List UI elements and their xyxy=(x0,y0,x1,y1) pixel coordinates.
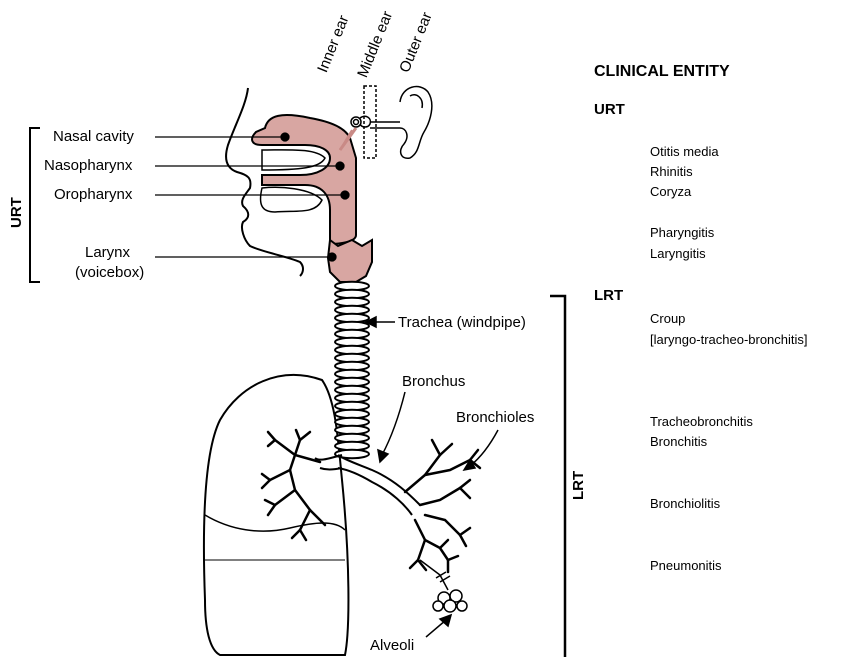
urt-bracket xyxy=(30,128,40,282)
laryngitis-text: Laryngitis xyxy=(650,244,706,264)
urt-bracket-label: URT xyxy=(8,197,25,228)
label-leaders xyxy=(155,133,349,261)
lung-outline xyxy=(204,375,348,655)
larynx-label: Larynx xyxy=(85,243,130,262)
croup-detail-text: [laryngo-tracheo-bronchitis] xyxy=(650,330,808,350)
clinical-entity-title: CLINICAL ENTITY xyxy=(594,63,730,81)
pneumonitis-text: Pneumonitis xyxy=(650,556,722,576)
nasal-cavity-label: Nasal cavity xyxy=(53,127,134,146)
bronchiolitis-text: Bronchiolitis xyxy=(650,494,720,514)
lrt-bracket xyxy=(550,296,565,657)
upper-airway xyxy=(252,115,356,244)
coryza-text: Coryza xyxy=(650,182,691,202)
oropharynx-label: Oropharynx xyxy=(54,185,132,204)
lrt-heading: LRT xyxy=(594,287,623,304)
croup-text: Croup xyxy=(650,309,685,329)
urt-heading: URT xyxy=(594,101,625,118)
otitis-media-text: Otitis media xyxy=(650,142,719,162)
trachea xyxy=(335,282,369,458)
voicebox-label: (voicebox) xyxy=(75,263,144,282)
rhinitis-text: Rhinitis xyxy=(650,162,693,182)
alveoli-cluster xyxy=(433,590,467,612)
tracheobronchitis-text: Tracheobronchitis xyxy=(650,412,753,432)
pharyngitis-text: Pharyngitis xyxy=(650,223,714,243)
lrt-bracket-label: LRT xyxy=(570,471,587,500)
bronchitis-text: Bronchitis xyxy=(650,432,707,452)
bronchioles-label: Bronchioles xyxy=(456,408,534,427)
bronchus-label: Bronchus xyxy=(402,372,465,391)
trachea-label: Trachea (windpipe) xyxy=(398,313,526,332)
terminal-bronchiole xyxy=(420,560,450,590)
larynx xyxy=(328,240,372,282)
alveoli-label: Alveoli xyxy=(370,636,414,655)
nasopharynx-label: Nasopharynx xyxy=(44,156,132,175)
